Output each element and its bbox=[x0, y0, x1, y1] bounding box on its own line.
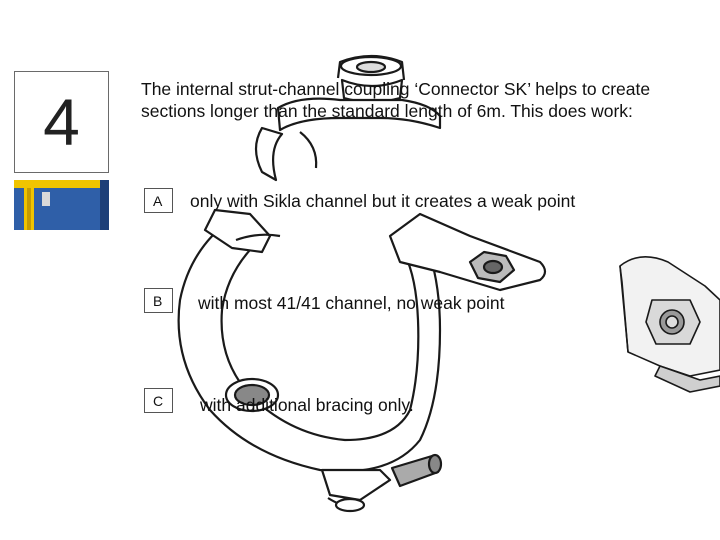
question-number: 4 bbox=[14, 71, 109, 173]
option-b-text[interactable]: with most 41/41 channel, no weak point bbox=[198, 293, 505, 313]
strut-channel-photo-icon bbox=[14, 180, 109, 230]
option-c-box[interactable]: C bbox=[144, 388, 173, 413]
option-c-text[interactable]: with additional bracing only. bbox=[200, 395, 414, 415]
question-text: The internal strut-channel coupling ‘Con… bbox=[141, 79, 651, 121]
option-b-box[interactable]: B bbox=[144, 288, 173, 313]
option-a-text[interactable]: only with Sikla channel but it creates a… bbox=[190, 191, 576, 211]
option-a-box[interactable]: A bbox=[144, 188, 173, 213]
